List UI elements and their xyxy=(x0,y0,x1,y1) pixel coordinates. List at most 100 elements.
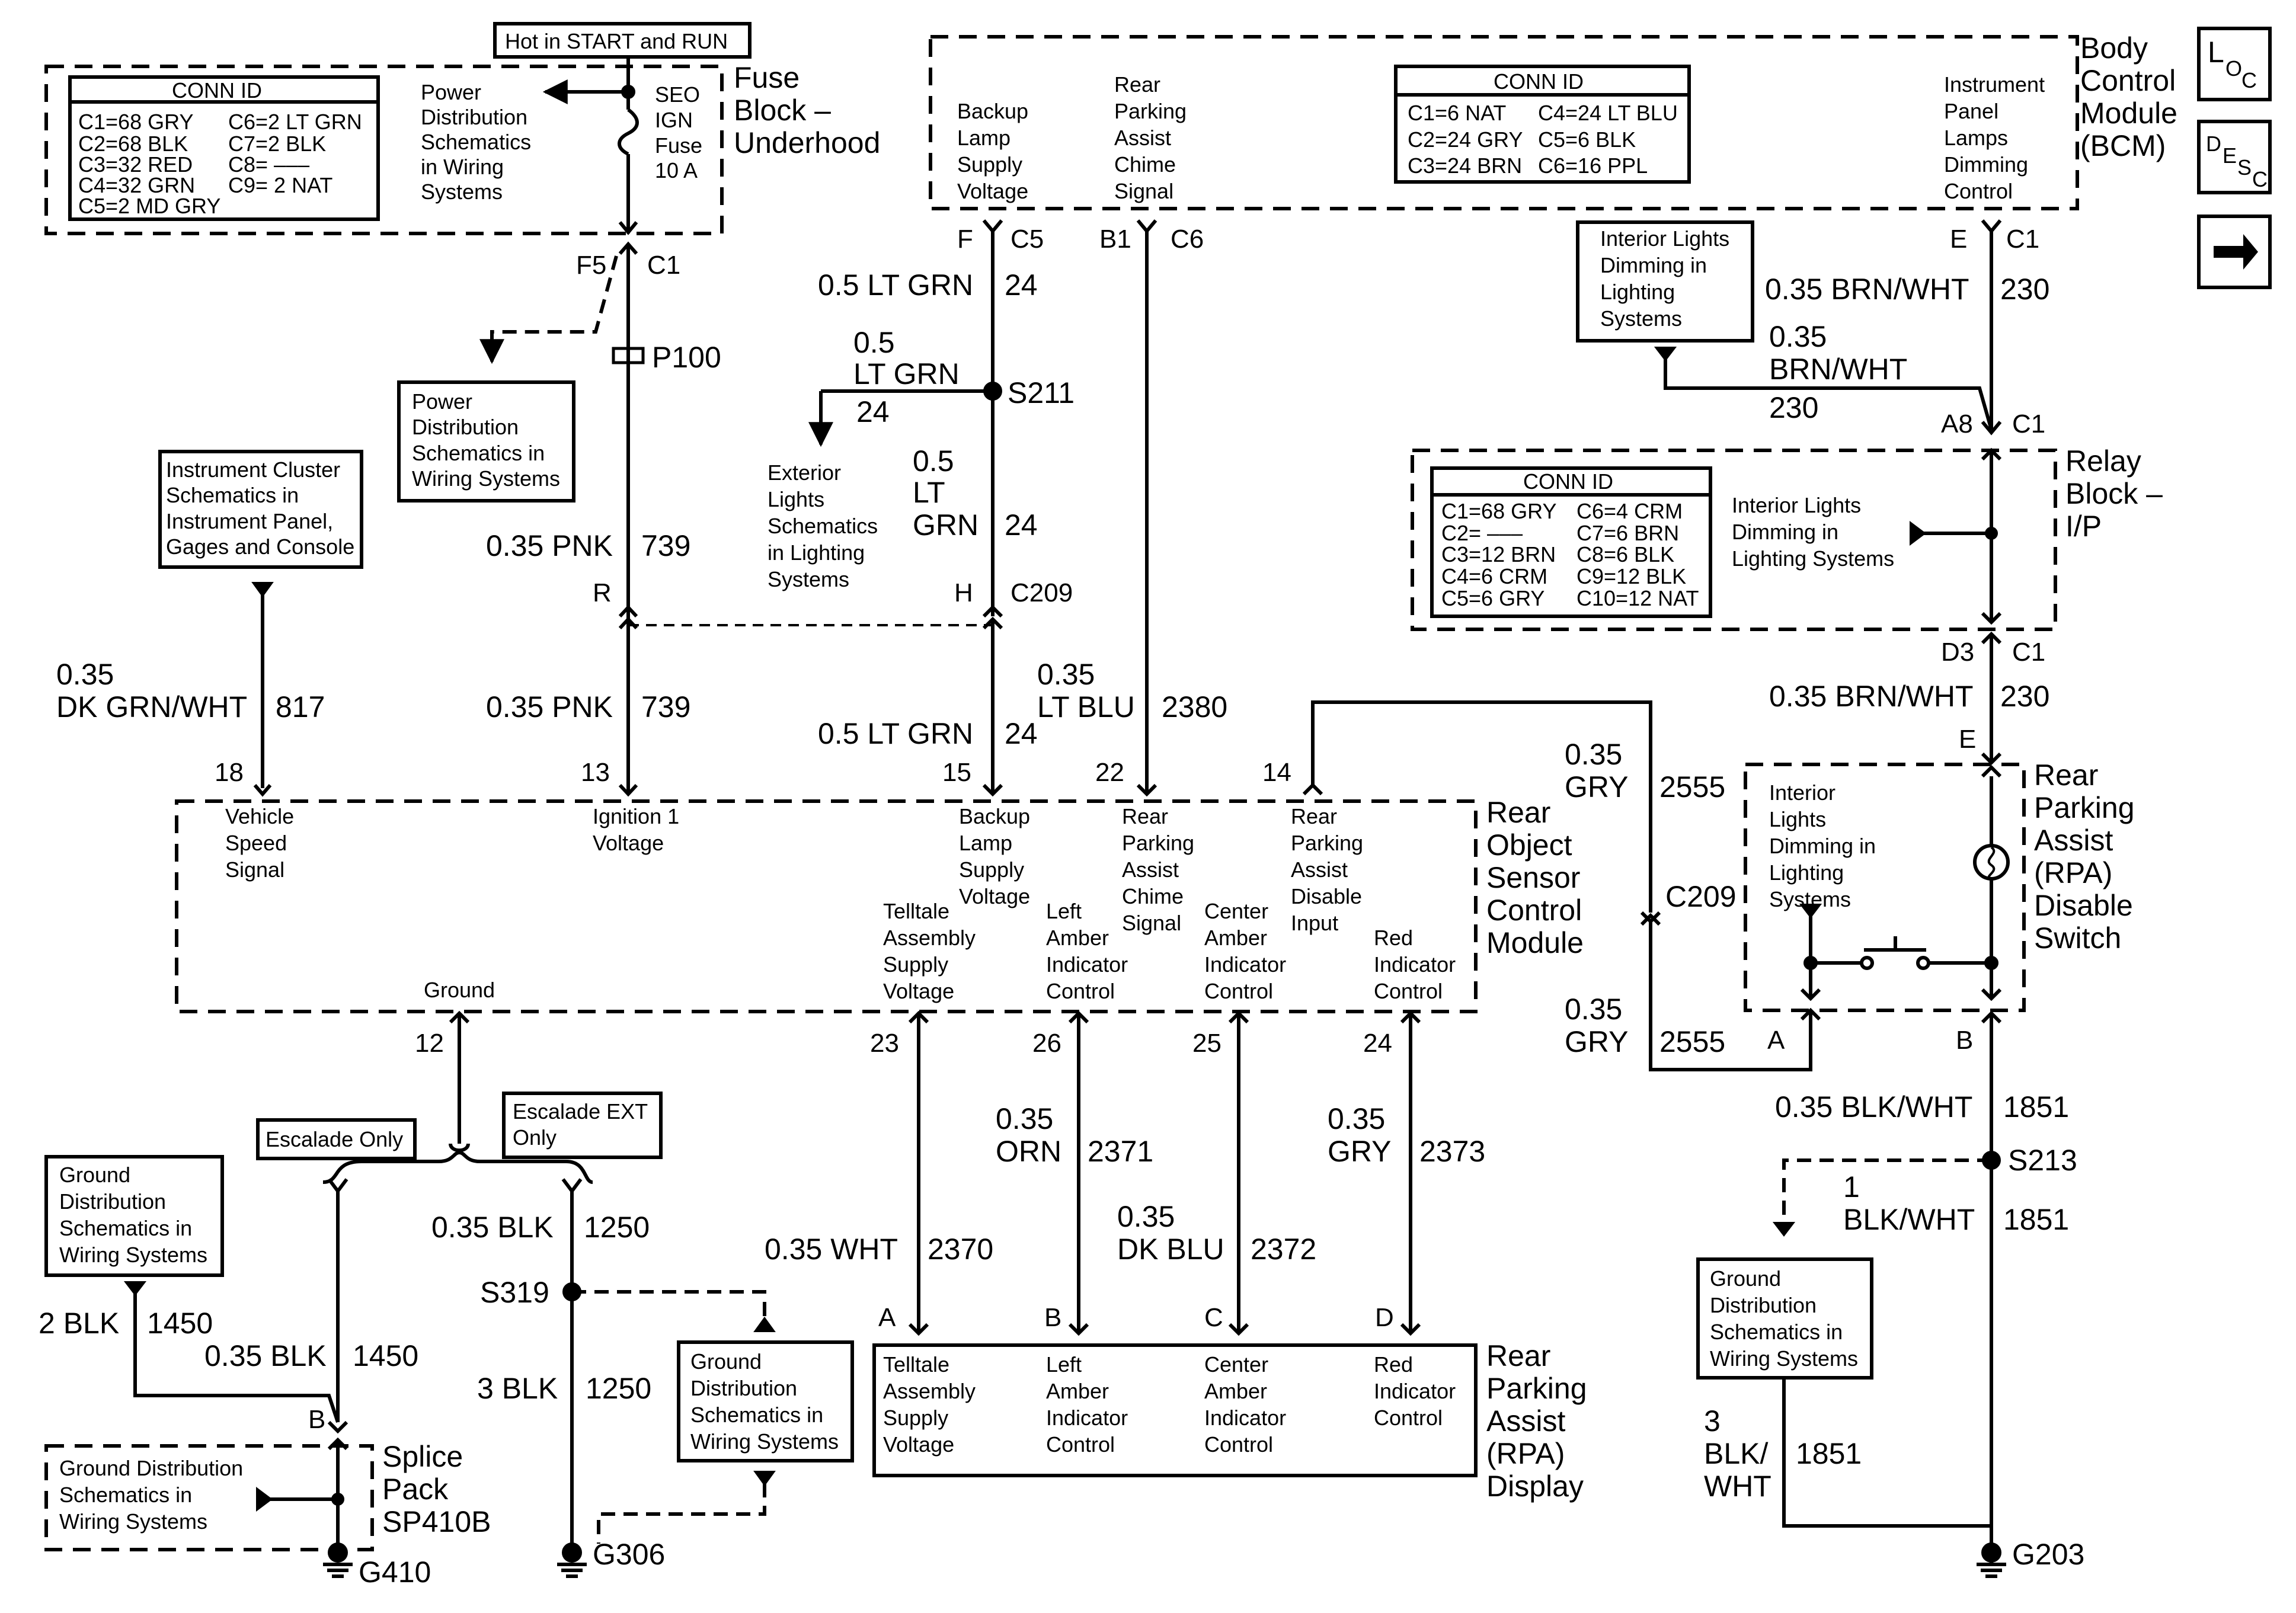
rpa-sw-interior-3: Dimming in xyxy=(1769,834,1876,858)
wire-230b-color: BRN/WHT xyxy=(1769,353,1907,386)
fuse-power-ref-4: in Wiring xyxy=(421,155,504,179)
wire-1851b-size: 1 xyxy=(1843,1170,1860,1204)
next-arrow-button[interactable] xyxy=(2197,215,2272,289)
rosc-title-2: Object xyxy=(1486,828,1572,862)
escalade-only-label: Escalade Only xyxy=(266,1127,403,1151)
pin-e-rpa: E xyxy=(1959,725,1976,754)
rosc-ign-1: Ignition 1 xyxy=(593,804,679,828)
escalade-only-box xyxy=(256,1118,417,1160)
pin-13: 13 xyxy=(581,758,610,787)
interior1-2: Dimming in xyxy=(1600,253,1707,277)
rosc-backup-1: Backup xyxy=(959,804,1030,828)
interior-lights-box-1 xyxy=(1576,220,1754,343)
relay-c2: C2= ––– xyxy=(1441,521,1523,545)
rosc-vss-3: Signal xyxy=(225,857,284,882)
loc-o: O xyxy=(2225,56,2242,81)
rosc-center-4: Control xyxy=(1204,979,1273,1003)
rpa-sw-interior-5: Systems xyxy=(1769,887,1851,911)
ground1-1: Ground xyxy=(59,1163,130,1187)
bcm-backup-4: Voltage xyxy=(957,179,1028,203)
pin-e-bcm: E xyxy=(1950,225,1967,254)
disp-red-1: Red xyxy=(1374,1352,1413,1377)
disp-title-1: Rear xyxy=(1486,1339,1550,1372)
ground3-2: Distribution xyxy=(1710,1293,1817,1317)
wire-230c-num: 230 xyxy=(2000,680,2049,713)
bcm-chime-1: Rear xyxy=(1114,72,1160,97)
disp-title-5: Display xyxy=(1486,1470,1584,1503)
instrument-4: Gages and Console xyxy=(166,535,354,559)
instrument-cluster-box xyxy=(158,450,363,569)
pin-14: 14 xyxy=(1262,758,1291,787)
wire-230a-num: 230 xyxy=(2000,273,2049,306)
rosc-disable-2: Parking xyxy=(1291,831,1363,855)
bcm-chime-3: Assist xyxy=(1114,126,1171,150)
wire-24c-num: 24 xyxy=(1005,508,1038,542)
pin-22: 22 xyxy=(1095,758,1124,787)
wire-24a-spec: 0.5 LT GRN xyxy=(818,268,973,302)
exterior-3: Schematics xyxy=(768,514,878,538)
pin-15: 15 xyxy=(942,758,971,787)
g203-label: G203 xyxy=(2012,1538,2084,1571)
relay-c9: C9=12 BLK xyxy=(1576,564,1686,588)
bcm-backup-1: Backup xyxy=(957,99,1028,123)
disp-left-3: Indicator xyxy=(1046,1406,1128,1430)
pin-a8: A8 xyxy=(1941,409,1973,439)
ground1-2: Distribution xyxy=(59,1189,166,1214)
power-distribution-box xyxy=(397,380,575,503)
rosc-red-2: Indicator xyxy=(1374,952,1456,977)
disp-telltale-4: Voltage xyxy=(883,1432,954,1457)
wire-2370-spec: 0.35 WHT xyxy=(765,1233,898,1266)
bcm-ipdim-4: Dimming xyxy=(1944,152,2028,177)
power-dist-2: Distribution xyxy=(412,415,519,439)
rpa-sw-interior-1: Interior xyxy=(1769,780,1835,805)
wire-24a-num: 24 xyxy=(1005,268,1038,302)
fuse-conn-c7: C7=2 BLK xyxy=(228,132,326,156)
rosc-disable-5: Input xyxy=(1291,911,1338,935)
ground1-4: Wiring Systems xyxy=(59,1243,207,1267)
pin-18: 18 xyxy=(215,758,244,787)
right-arrow-icon xyxy=(2214,234,2258,270)
rosc-vss-1: Vehicle xyxy=(225,804,294,828)
disp-telltale-2: Assembly xyxy=(883,1379,976,1403)
relay-title-1: Relay xyxy=(2065,444,2141,478)
bcm-backup-3: Supply xyxy=(957,152,1022,177)
rpa-sw-interior-4: Lighting xyxy=(1769,860,1844,885)
pin-c1-fuse: C1 xyxy=(647,251,680,280)
fuse-rating: 10 A xyxy=(655,158,698,183)
fuse-conn-c9: C9= 2 NAT xyxy=(228,173,332,197)
wire-817-size: 0.35 xyxy=(56,658,114,691)
disp-left-1: Left xyxy=(1046,1352,1082,1377)
wire-2373-color: GRY xyxy=(1328,1135,1391,1168)
wire-739a-num: 739 xyxy=(641,529,690,562)
ground3-4: Wiring Systems xyxy=(1710,1346,1858,1371)
escalade-ext-1: Escalade EXT xyxy=(513,1099,648,1124)
desc-button[interactable] xyxy=(2197,120,2272,194)
wire-24b-num: 24 xyxy=(856,395,890,428)
disp-red-3: Control xyxy=(1374,1406,1443,1430)
wire-1250b-num: 1250 xyxy=(586,1372,651,1405)
loc-button[interactable] xyxy=(2197,27,2272,101)
wire-2555b-num: 2555 xyxy=(1659,1025,1725,1058)
rosc-red-1: Red xyxy=(1374,926,1413,950)
wire-2372-num: 2372 xyxy=(1251,1233,1316,1266)
bcm-title-3: Module xyxy=(2080,97,2177,130)
wire-2555a-size: 0.35 xyxy=(1565,738,1622,771)
rosc-backup-2: Lamp xyxy=(959,831,1012,855)
relay-conn-title: CONN ID xyxy=(1523,469,1613,494)
splice-inner-3: Wiring Systems xyxy=(59,1509,207,1534)
wire-739a-spec: 0.35 PNK xyxy=(486,529,613,562)
pin-26: 26 xyxy=(1032,1029,1061,1058)
rosc-chime-3: Assist xyxy=(1122,857,1179,882)
wire-2555a-num: 2555 xyxy=(1659,770,1725,804)
pin-h: H xyxy=(954,578,973,607)
relay-title-3: I/P xyxy=(2065,510,2102,543)
ground2-4: Wiring Systems xyxy=(690,1429,839,1454)
wire-230b-size: 0.35 xyxy=(1769,320,1827,353)
splice-title-3: SP410B xyxy=(382,1505,491,1538)
bcm-conn-c1: C1=6 NAT xyxy=(1408,101,1506,125)
bcm-conn-id-box xyxy=(1394,65,1691,184)
rosc-chime-2: Parking xyxy=(1122,831,1194,855)
fuse-conn-title: CONN ID xyxy=(172,78,262,103)
rpa-sw-title-2: Parking xyxy=(2034,791,2135,824)
relay-c3: C3=12 BRN xyxy=(1441,542,1556,567)
